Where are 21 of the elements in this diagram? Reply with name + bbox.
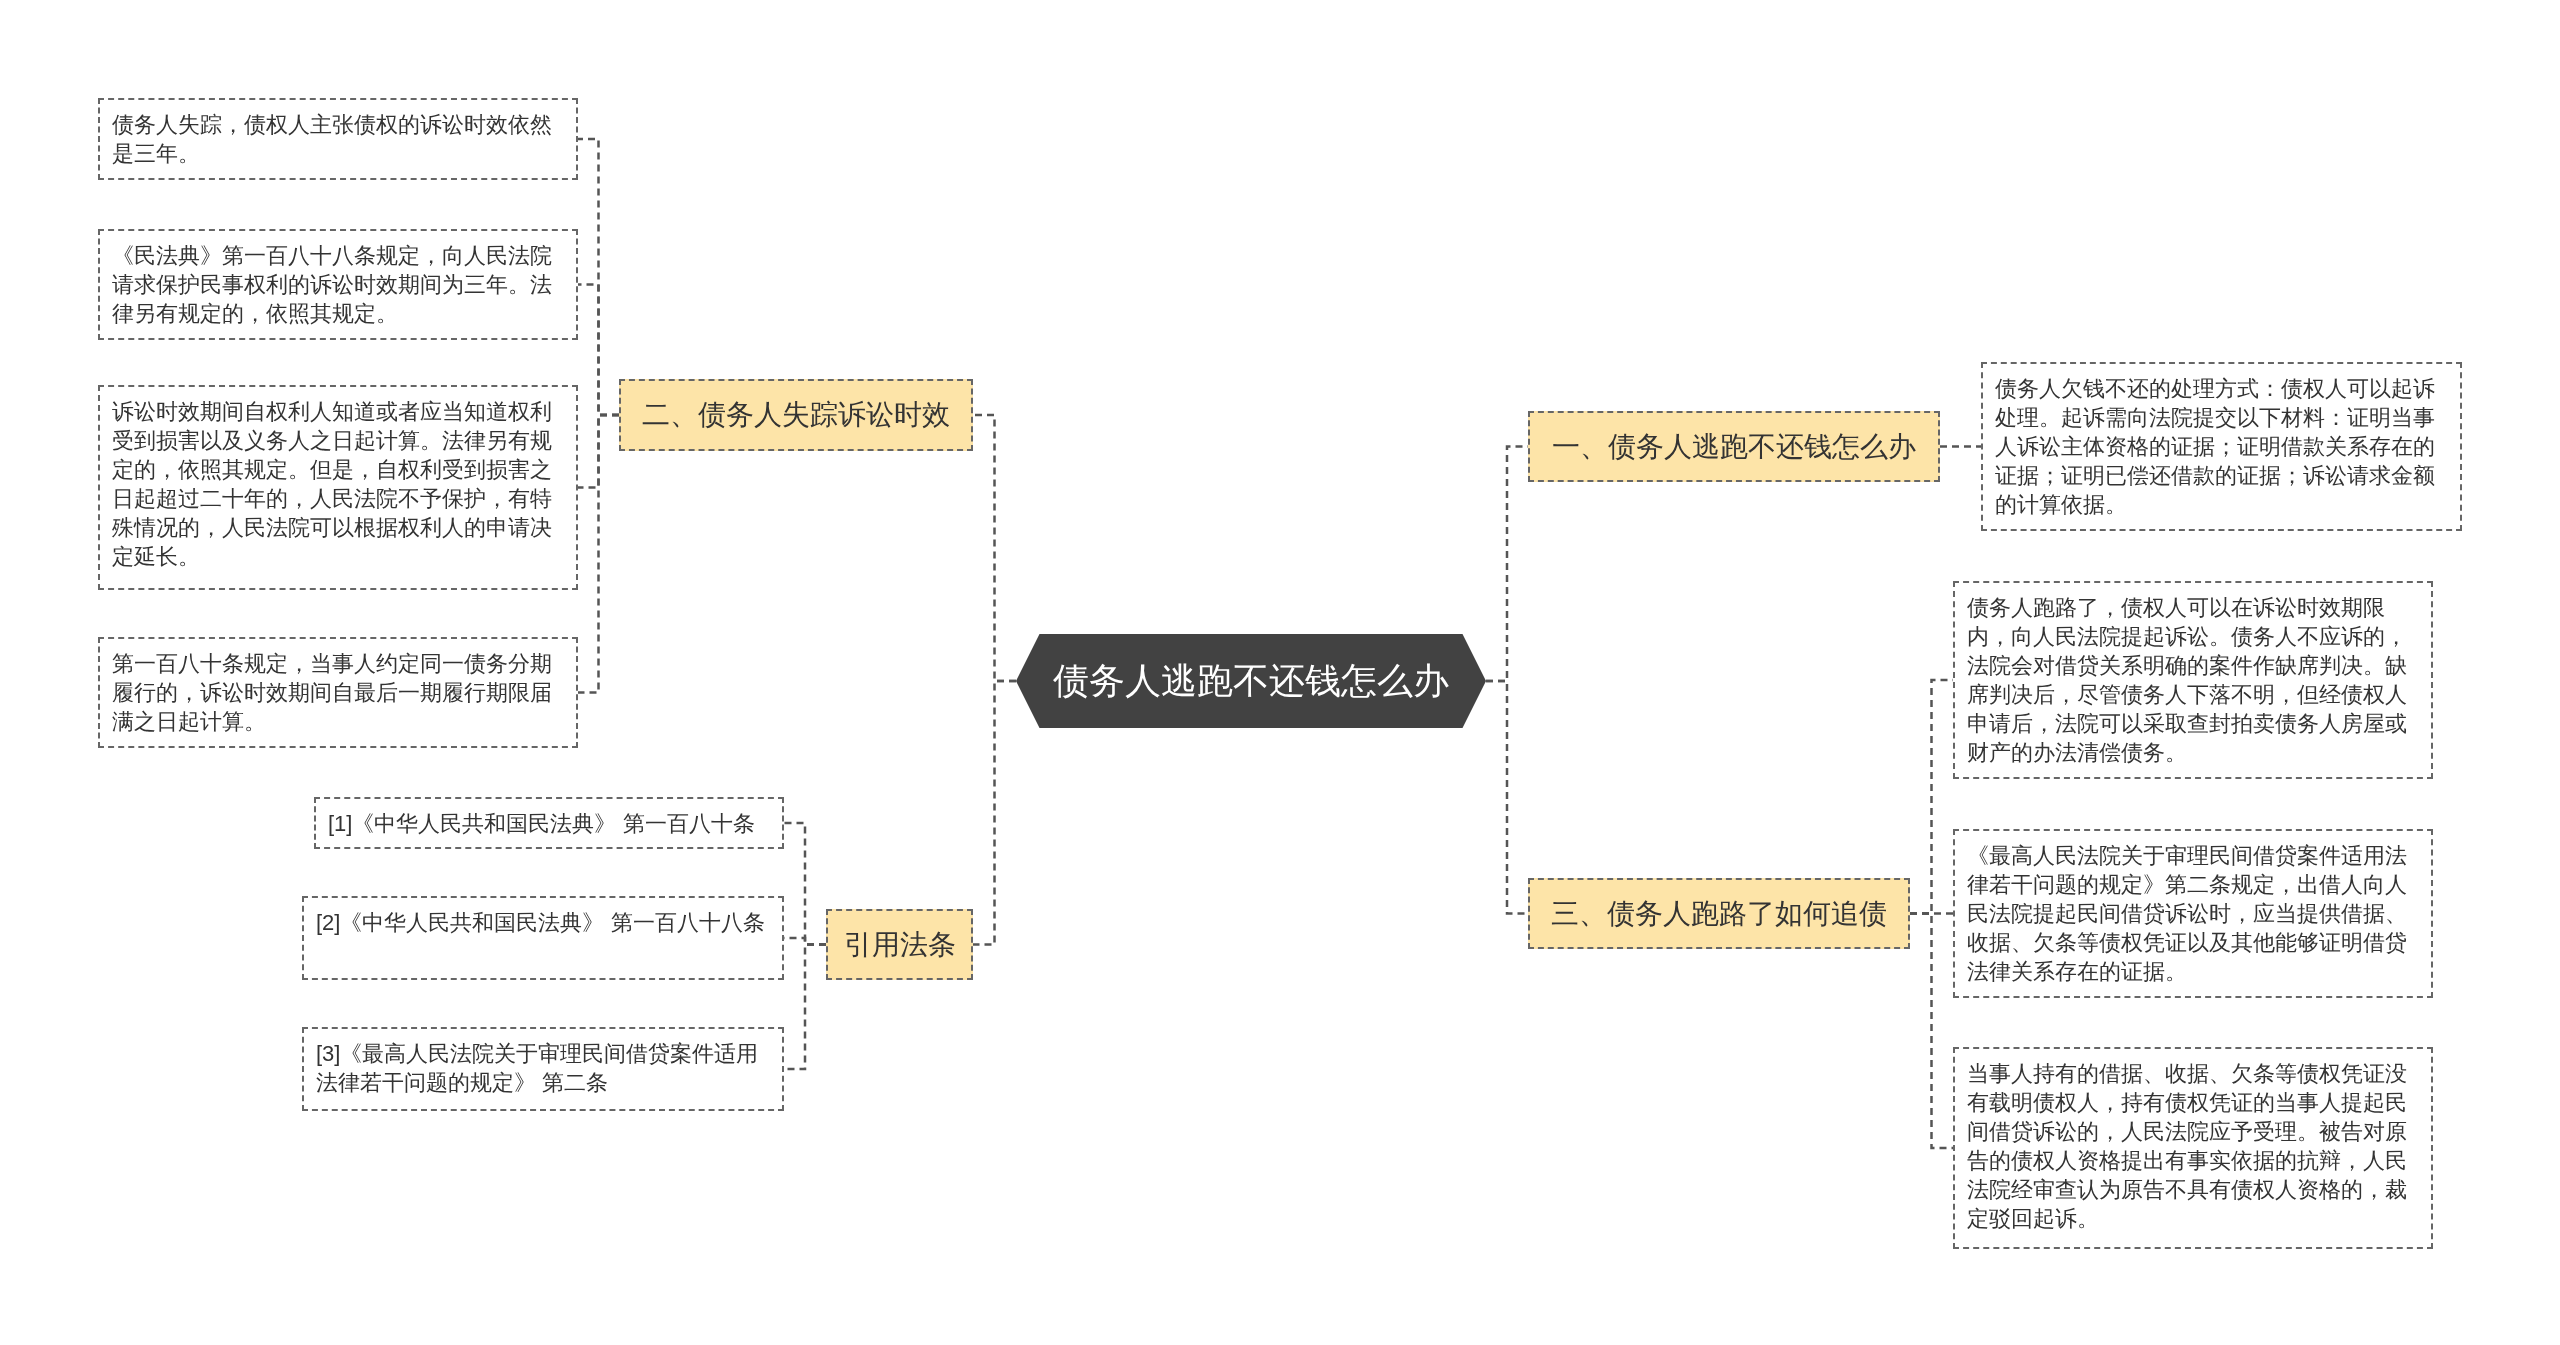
connector (1940, 445, 1981, 448)
topic-box: 三、债务人跑路了如何追债 (1528, 878, 1910, 949)
connector (973, 679, 1016, 946)
connector (1910, 912, 1953, 1150)
central-topic: 债务人逃跑不还钱怎么办 (1016, 634, 1486, 728)
connector (578, 413, 619, 694)
topic-box: 二、债务人失踪诉讼时效 (619, 379, 973, 451)
text-box: 《民法典》第一百八十八条规定，向人民法院请求保护民事权利的诉讼时效期间为三年。法律另有规定的，依照其规定。 (98, 229, 578, 340)
text-box: 债务人欠钱不还的处理方式：债权人可以起诉处理。起诉需向法院提交以下材料：证明当事人诉讼主体资格的证据；证明借款关系存在的证据；证明已偿还借款的证据；诉讼请求金额的计算依据。 (1981, 362, 2462, 531)
text-box: 债务人失踪，债权人主张债权的诉讼时效依然是三年。 (98, 98, 578, 180)
topic-box: 引用法条 (826, 909, 973, 980)
text-box: [1]《中华人民共和国民法典》 第一百八十条 (314, 797, 784, 849)
text-box: 《最高人民法院关于审理民间借贷案件适用法律若干问题的规定》第二条规定，出借人向人民法院提起民间借贷诉讼时，应当提供借据、收据、欠条等债权凭证以及其他能够证明借贷法律关系存在的证据。 (1953, 829, 2433, 998)
text-box: 债务人跑路了，债权人可以在诉讼时效期限内，向人民法院提起诉讼。债务人不应诉的，法院会对借贷关系明确的案件作缺席判决。缺席判决后，尽管债务人下落不明，但经债权人申请后，法院可以采取查封拍卖债务人房屋或财产的办法清偿债务。 (1953, 581, 2433, 779)
topic-box: 一、债务人逃跑不还钱怎么办 (1528, 411, 1940, 482)
text-box: [3]《最高人民法院关于审理民间借贷案件适用法律若干问题的规定》 第二条 (302, 1027, 784, 1111)
text-box: 第一百八十条规定，当事人约定同一债务分期履行的，诉讼时效期间自最后一期履行期限届满之日起计算。 (98, 637, 578, 748)
text-box: [2]《中华人民共和国民法典》 第一百八十八条 (302, 896, 784, 980)
text-box: 当事人持有的借据、收据、欠条等债权凭证没有载明债权人，持有债权凭证的当事人提起民间借贷诉讼的，人民法院应予受理。被告对原告的债权人资格提出有事实依据的抗辩，人民法院经审查认为原告不具有债权人资格的，裁定驳回起诉。 (1953, 1047, 2433, 1249)
connector (1486, 679, 1528, 915)
text-box: 诉讼时效期间自权利人知道或者应当知道权利受到损害以及义务人之日起计算。法律另有规定的，依照其规定。但是，自权利受到损害之日起超过二十年的，人民法院不予保护，有特殊情况的，人民法院可以根据权利人的申请决定延长。 (98, 385, 578, 590)
